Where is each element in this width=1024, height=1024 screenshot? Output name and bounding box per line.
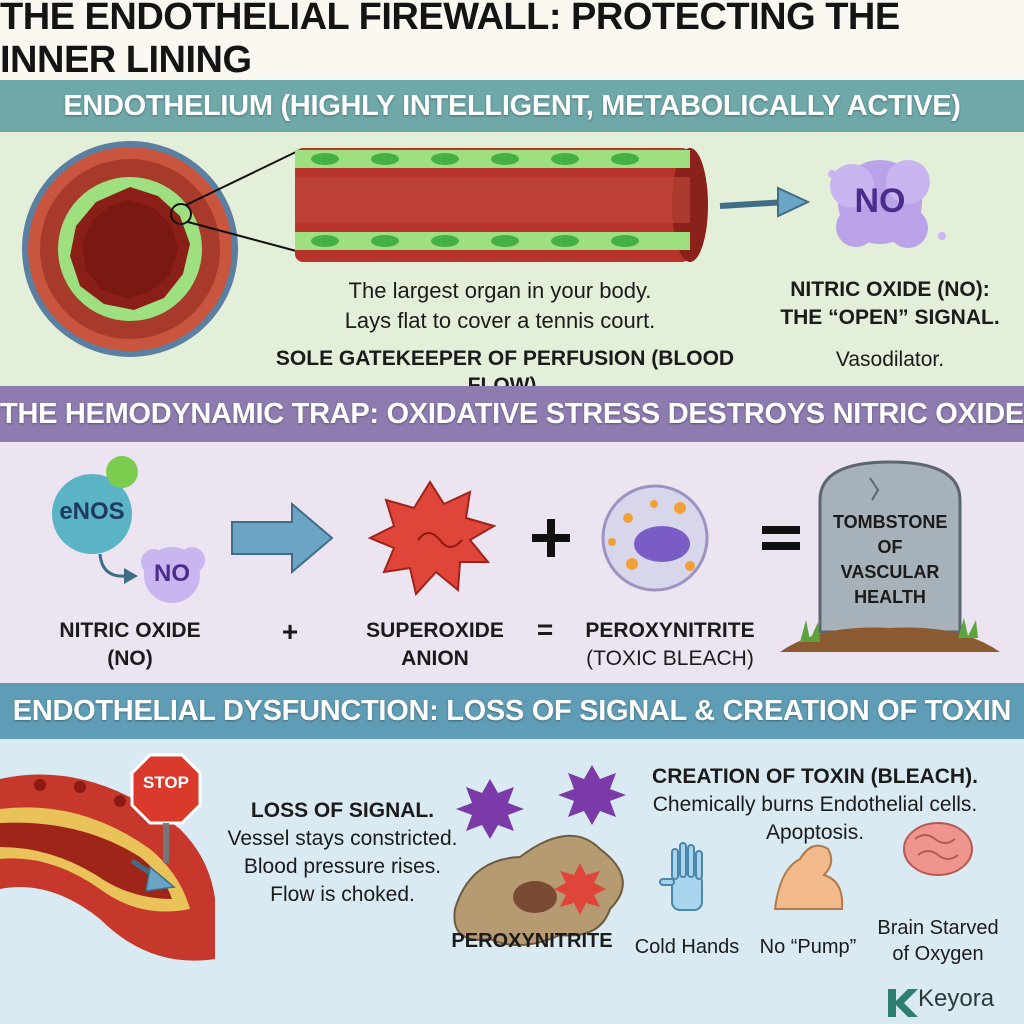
nitric-oxide-label-line2: (NO) <box>107 647 153 670</box>
loss-of-signal-line1: Vessel stays constricted. <box>227 827 458 850</box>
vessel-tube-icon <box>295 148 708 262</box>
section3-illustration <box>0 753 973 1017</box>
no-desc: Vasodilator. <box>835 348 945 371</box>
tombstone-text: TOMBSTONE OF VASCULAR HEALTH <box>833 510 947 610</box>
down-right-arrow-icon <box>130 858 176 892</box>
tombstone-icon <box>780 460 1000 652</box>
loss-of-signal-line3: Flow is choked. <box>270 883 415 906</box>
keyora-logo-icon <box>888 989 918 1017</box>
no-title-line1: NITRIC OXIDE (NO): <box>790 278 990 301</box>
section2-illustration <box>52 456 1000 652</box>
toxin-line1: Chemically burns Endothelial cells. <box>652 793 978 816</box>
tombstone-line: TOMBSTONE <box>833 512 948 532</box>
peroxynitrite-cell-icon <box>601 484 709 592</box>
enos-label: eNOS <box>59 498 125 525</box>
enos-enzyme-icon <box>52 456 138 584</box>
section1-illustration <box>22 141 946 357</box>
tombstone-line: OF <box>877 537 903 557</box>
superoxide-anion-icon <box>367 480 497 597</box>
tombstone-line: HEALTH <box>854 587 926 607</box>
brand-name: Keyora <box>918 985 995 1012</box>
plus-icon <box>532 519 570 557</box>
nitric-oxide-label-line1: NITRIC OXIDE <box>59 619 201 642</box>
brain-label-line1: Brain Starved <box>877 917 999 939</box>
equals-sign: = <box>536 614 554 645</box>
section1-header: ENDOTHELIUM (HIGHLY INTELLIGENT, METABOL… <box>0 80 1024 132</box>
peroxynitrite-label-line1: PEROXYNITRITE <box>585 619 755 642</box>
flexed-arm-icon <box>773 844 844 910</box>
cold-hand-icon <box>659 842 703 911</box>
page-title: THE ENDOTHELIAL FIREWALL: PROTECTING THE… <box>0 0 1024 81</box>
no-badge: NO <box>854 182 906 220</box>
peroxynitrite-caption: PEROXYNITRITE <box>451 930 613 952</box>
toxin-burst-icon <box>456 765 626 915</box>
cold-hands-label: Cold Hands <box>634 936 740 958</box>
toxin-title: CREATION OF TOXIN (BLEACH). <box>652 765 978 788</box>
section2-header: THE HEMODYNAMIC TRAP: OXIDATIVE STRESS D… <box>0 386 1024 442</box>
peroxynitrite-label-line2: (TOXIC BLEACH) <box>586 647 754 670</box>
damaged-cell-icon <box>453 834 624 947</box>
loss-of-signal-title: LOSS OF SIGNAL. <box>250 799 435 822</box>
nitric-oxide-small-icon <box>141 547 205 603</box>
right-arrow-icon <box>719 186 811 218</box>
plus-sign: + <box>281 616 299 647</box>
brain-label-line2: of Oxygen <box>892 943 984 965</box>
endothelium-desc-line2: Lays flat to cover a tennis court. <box>344 308 656 333</box>
nitric-oxide-cloud-icon <box>828 160 946 248</box>
equals-icon <box>762 526 800 550</box>
loss-of-signal-line2: Blood pressure rises. <box>243 855 442 878</box>
stop-sign-icon <box>130 753 202 863</box>
brain-icon <box>903 822 973 876</box>
vessel-cross-section-icon <box>22 141 238 357</box>
tombstone-line: VASCULAR <box>840 562 940 582</box>
endothelium-desc-line1: The largest organ in your body. <box>348 278 652 303</box>
toxin-line2: Apoptosis. <box>765 821 865 844</box>
section3-header: ENDOTHELIAL DYSFUNCTION: LOSS OF SIGNAL … <box>0 683 1024 739</box>
superoxide-label-line1: SUPEROXIDE <box>366 619 504 642</box>
right-arrow-icon <box>231 501 334 575</box>
superoxide-label-line2: ANION <box>401 647 469 670</box>
no-title-line2: THE “OPEN” SIGNAL. <box>780 306 1000 329</box>
no-small-badge: NO <box>154 560 190 587</box>
no-pump-label: No “Pump” <box>759 936 857 958</box>
stop-sign-text: STOP <box>143 773 189 792</box>
